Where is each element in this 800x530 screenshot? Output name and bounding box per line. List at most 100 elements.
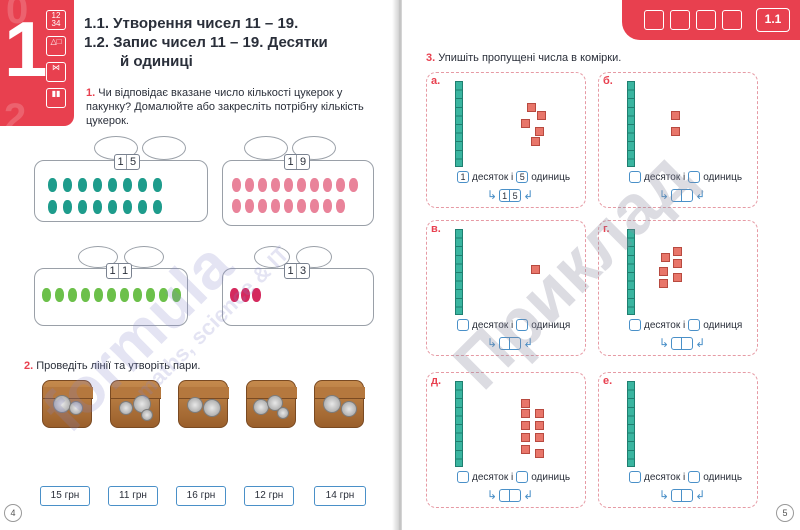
ones-input[interactable] — [516, 319, 529, 331]
wallet-4[interactable] — [246, 380, 297, 428]
gift-bow — [244, 136, 288, 160]
tens-input[interactable]: 1 — [457, 171, 469, 183]
ones-input[interactable] — [688, 471, 701, 483]
cell-letter: д. — [431, 375, 442, 387]
page-number-left: 4 — [4, 504, 22, 522]
right-header-tab: 1.1 — [622, 0, 800, 40]
answer-row: 1 десяток і 5 одиниць — [457, 171, 570, 183]
wallet-1[interactable] — [42, 380, 93, 428]
ones-input[interactable]: 5 — [516, 171, 529, 183]
price-tag-4[interactable]: 12 грн — [244, 486, 294, 506]
gift-box-2 — [222, 160, 374, 226]
gift-label-2: 1 9 — [284, 154, 310, 170]
tens-input[interactable] — [629, 319, 641, 331]
lesson-badge: 1.1 — [756, 8, 790, 32]
result-row: ↳ ↲ — [485, 336, 535, 350]
tens-input[interactable] — [629, 171, 641, 183]
price-tag-1[interactable]: 15 грн — [40, 486, 90, 506]
arrow-icon: ↲ — [523, 188, 534, 202]
task3-text: Упишіть пропущені числа в комірки. — [438, 52, 622, 64]
answer-row: десяток і одиниць — [629, 471, 742, 483]
tens-input[interactable] — [457, 319, 469, 331]
candies-pink[interactable] — [232, 178, 362, 213]
answer-row: десяток і одиниця — [457, 319, 570, 331]
ones-input[interactable] — [516, 471, 529, 483]
tens-input[interactable] — [457, 471, 469, 483]
task3-instruction: 3. Упишіть пропущені числа в комірки. — [426, 52, 621, 64]
ten-rod — [455, 229, 463, 315]
cell-letter: в. — [431, 223, 441, 235]
bar-chart-icon: ▮▮ — [46, 88, 66, 108]
arrow-icon: ↲ — [695, 336, 706, 350]
task3-number: 3. — [426, 52, 436, 64]
task1-text: Чи відповідає вказане число кількості цу… — [86, 87, 364, 127]
result-row: ↳ ↲ — [657, 488, 707, 502]
wallet-2[interactable] — [110, 380, 161, 428]
cell-v: в. десяток і одиниця ↳ ↲ — [426, 220, 586, 356]
arrow-icon: ↳ — [659, 336, 670, 350]
result-row: ↳ ↲ — [657, 336, 707, 350]
candies-teal[interactable] — [48, 178, 168, 214]
task2-instruction: 2. Проведіть лінії та утворіть пари. — [24, 360, 200, 372]
cell-letter: г. — [603, 223, 610, 235]
candies-magenta[interactable] — [230, 288, 263, 302]
page-number-right: 5 — [776, 504, 794, 522]
task1-instruction: 1. Чи відповідає вказане число кількості… — [86, 86, 376, 128]
gift-bow — [254, 246, 290, 268]
result-input[interactable] — [499, 336, 522, 350]
section-title-2: 1.2. Запис чисел 11 – 19. Десятки — [84, 34, 328, 51]
wallet-3[interactable] — [178, 380, 229, 428]
ten-rod — [627, 381, 635, 467]
answer-row: десяток і одиниця — [629, 319, 742, 331]
result-input[interactable] — [671, 488, 694, 502]
gift-bow — [124, 246, 164, 268]
cell-g: г. десяток і одиниця ↳ ↲ — [598, 220, 758, 356]
tens-input[interactable] — [629, 471, 641, 483]
price-tag-3[interactable]: 16 грн — [176, 486, 226, 506]
nodes-icon: ⋈ — [46, 62, 66, 82]
bar-chart-icon — [722, 10, 742, 30]
result-input[interactable] — [671, 336, 694, 350]
wallet-5[interactable] — [314, 380, 365, 428]
gift-bow — [292, 136, 336, 160]
price-tag-5[interactable]: 14 грн — [314, 486, 366, 506]
number-grid-icon — [644, 10, 664, 30]
arrow-icon: ↲ — [523, 488, 534, 502]
price-tag-2[interactable]: 11 грн — [108, 486, 158, 506]
candies-green[interactable] — [42, 288, 185, 302]
arrow-icon: ↳ — [487, 336, 498, 350]
ten-rod — [455, 81, 463, 167]
gift-label-4: 1 3 — [284, 263, 310, 279]
chapter-number: 1 — [4, 5, 48, 93]
arrow-icon: ↳ — [659, 488, 670, 502]
result-row: ↳ ↲ — [657, 188, 707, 202]
ones-input[interactable] — [688, 319, 701, 331]
cell-letter: е. — [603, 375, 613, 387]
gift-bow — [78, 246, 118, 268]
lesson-title: 1.1. Утворення чисел 11 – 19. 1.2. Запис… — [84, 14, 328, 71]
arrow-icon: ↳ — [659, 188, 670, 202]
cell-letter: б. — [603, 75, 613, 87]
arrow-icon: ↲ — [523, 336, 534, 350]
task2-number: 2. — [24, 360, 34, 372]
gift-bow — [296, 246, 332, 268]
ones-input[interactable] — [688, 171, 701, 183]
arrow-icon: ↳ — [487, 188, 498, 202]
nodes-icon — [696, 10, 716, 30]
gift-bow — [142, 136, 186, 160]
arrow-icon: ↲ — [695, 488, 706, 502]
ten-rod — [627, 229, 635, 315]
section-title-1: 1.1. Утворення чисел 11 – 19. — [84, 15, 299, 32]
arrow-icon: ↳ — [487, 488, 498, 502]
answer-row: десяток і одиниць — [457, 471, 570, 483]
cell-e: е. десяток і одиниць ↳ ↲ — [598, 372, 758, 508]
result-input[interactable] — [671, 188, 694, 202]
result-input[interactable] — [499, 488, 522, 502]
